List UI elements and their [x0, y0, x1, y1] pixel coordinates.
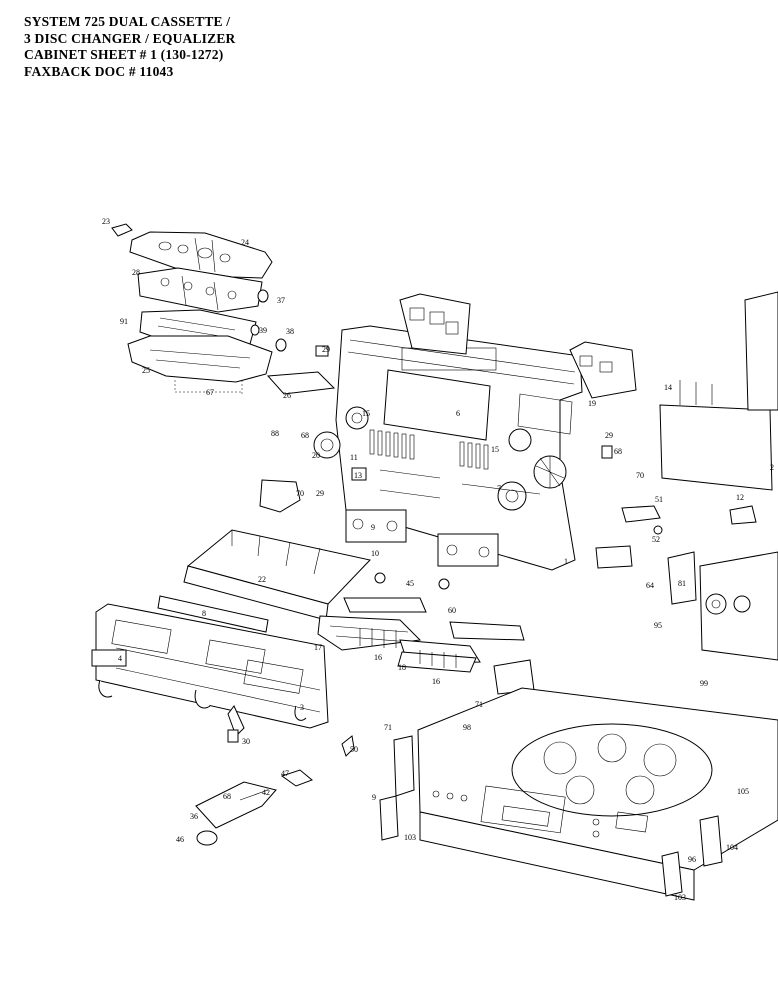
callout-label: 95	[654, 621, 662, 630]
header-line-doc-number: FAXBACK DOC # 11043	[24, 63, 174, 79]
callout-label: 8	[202, 609, 206, 618]
callout-label: 64	[646, 581, 654, 590]
callout-label: 13	[354, 471, 362, 480]
callout-label: 2	[770, 463, 774, 472]
callout-label: 6	[456, 409, 460, 418]
callout-label: 7	[497, 484, 501, 493]
callout-label: 105	[737, 787, 749, 796]
callout-label: 70	[296, 489, 304, 498]
callout-label: 71	[475, 700, 483, 709]
main-front-panel	[313, 325, 583, 571]
callout-label: 51	[655, 495, 663, 504]
callout-label: 26	[283, 391, 291, 400]
callout-label: 17	[314, 643, 322, 652]
callout-label: 39	[259, 326, 267, 335]
callout-label: 50	[350, 745, 358, 754]
part-25-bottom-cover	[127, 335, 273, 383]
callout-label: 9	[372, 793, 376, 802]
callout-label: 24	[241, 238, 249, 247]
front-bezel	[91, 603, 355, 757]
part-37-knob	[257, 289, 269, 303]
lever-assembly	[195, 769, 313, 846]
part-39-knob	[250, 324, 260, 336]
callout-label: 16	[432, 677, 440, 686]
callout-label: 11	[350, 453, 358, 462]
callout-label: 98	[463, 723, 471, 732]
callout-label: 45	[406, 579, 414, 588]
callout-label: 36	[190, 812, 198, 821]
callout-label: 19	[588, 399, 596, 408]
part-7-knob	[497, 481, 527, 511]
callout-label: 42	[262, 788, 270, 797]
callout-label: 28	[132, 268, 140, 277]
callout-label: 71	[384, 723, 392, 732]
callout-label: 37	[277, 296, 285, 305]
part-81-board	[667, 551, 697, 605]
callout-label: 15	[491, 445, 499, 454]
callout-label: 4	[118, 654, 122, 663]
callout-label: 103	[674, 893, 686, 902]
callout-label: 29	[605, 431, 613, 440]
part-22-cassette-tray	[157, 529, 371, 633]
callout-label: 29	[322, 345, 330, 354]
part-38-knob	[275, 338, 287, 352]
part-15-knob-right	[508, 428, 532, 452]
document-header: SYSTEM 725 DUAL CASSETTE / 3 DISC CHANGE…	[24, 14, 235, 80]
part-9-plate-left	[345, 509, 407, 543]
callout-label: 16	[374, 653, 382, 662]
header-line-components: 3 DISC CHANGER / EQUALIZER	[24, 30, 236, 46]
small-brackets	[259, 345, 757, 569]
callout-label: 20	[312, 451, 320, 460]
callout-label: 67	[206, 388, 214, 397]
top-panel-assembly	[111, 223, 287, 396]
callout-label: 68	[614, 447, 622, 456]
callout-label: 15	[362, 409, 370, 418]
callout-label: 68	[301, 431, 309, 440]
part-15-knob-left	[345, 406, 369, 430]
callout-label: 60	[448, 606, 456, 615]
part-28-plate	[137, 267, 263, 313]
callout-label: 14	[664, 383, 672, 392]
callout-label: 1	[564, 557, 568, 566]
callout-label: 12	[736, 493, 744, 502]
callout-label: 38	[286, 327, 294, 336]
callout-label: 3	[300, 703, 304, 712]
tape-mechanisms	[317, 572, 525, 673]
callout-label: 30	[242, 737, 250, 746]
part-8-strip	[157, 595, 269, 633]
part-24-top-cover	[129, 231, 273, 279]
callout-label: 47	[281, 769, 289, 778]
rear-circuit-boards	[399, 291, 778, 491]
callout-label: 91	[120, 317, 128, 326]
callout-label: 10	[371, 549, 379, 558]
callout-label: 52	[652, 535, 660, 544]
header-line-sheet: CABINET SHEET # 1 (130-1272)	[24, 47, 224, 62]
part-13-knob	[313, 431, 341, 459]
callout-label: 22	[258, 575, 266, 584]
callout-label: 96	[688, 855, 696, 864]
part-6-display-window	[383, 369, 491, 441]
disc-tray	[511, 723, 713, 817]
callout-label: 18	[398, 663, 406, 672]
callout-label: 23	[102, 217, 110, 226]
cd-changer-unit	[379, 551, 778, 901]
callout-label: 104	[726, 843, 738, 852]
callout-label: 29	[316, 489, 324, 498]
callout-label: 25	[142, 366, 150, 375]
callout-label: 103	[404, 833, 416, 842]
part-9-plate-right	[437, 533, 499, 567]
callout-labels: 23 24 28 37 91 39 38 25 67 26 29 6 15 88…	[102, 217, 774, 902]
callout-label: 70	[636, 471, 644, 480]
callout-label: 99	[700, 679, 708, 688]
callout-label: 46	[176, 835, 184, 844]
callout-label: 68	[223, 792, 231, 801]
callout-label: 9	[371, 523, 375, 532]
header-line-title: SYSTEM 725 DUAL CASSETTE /	[24, 14, 231, 29]
callout-label: 81	[678, 579, 686, 588]
part-23-bracket	[111, 223, 133, 237]
callout-label: 88	[271, 429, 279, 438]
part-26-bar	[266, 371, 336, 395]
